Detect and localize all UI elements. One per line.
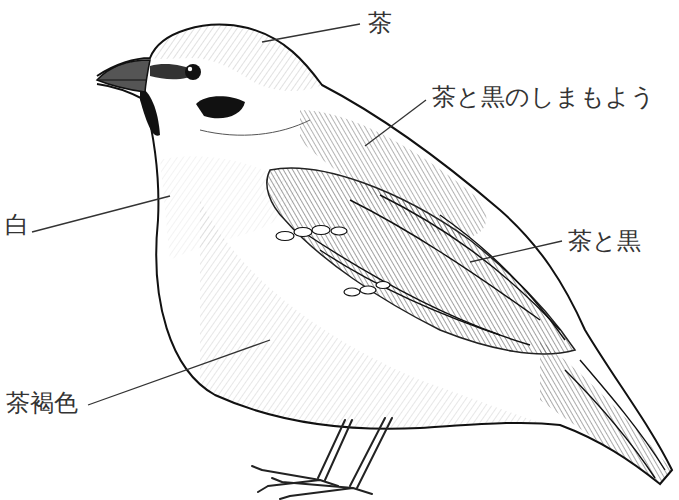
bird-outline — [97, 25, 672, 484]
bird-body — [97, 25, 672, 484]
leader-line — [88, 340, 270, 405]
head-cap — [150, 25, 322, 91]
leader-line — [32, 196, 170, 232]
leader-lines — [32, 24, 562, 405]
leader-line — [470, 241, 562, 262]
cheek-patch — [196, 96, 245, 118]
eye-highlight — [188, 67, 192, 71]
throat-patch — [140, 86, 160, 136]
part-label: 白 — [5, 212, 29, 238]
wing-bars — [276, 226, 390, 297]
leader-line — [262, 24, 360, 42]
wing — [267, 168, 575, 354]
part-label: 茶 — [368, 10, 392, 36]
beak — [97, 60, 150, 92]
part-label: 茶と黒 — [568, 228, 641, 254]
legs — [252, 418, 392, 499]
collar — [200, 120, 310, 135]
part-label: 茶と黒のしまもよう — [432, 84, 655, 110]
eye — [185, 64, 201, 80]
eye-stripe — [150, 64, 200, 79]
wing-feathers — [300, 195, 665, 478]
leader-line — [365, 100, 426, 146]
beak-gape — [99, 79, 146, 80]
part-label: 茶褐色 — [6, 390, 78, 416]
